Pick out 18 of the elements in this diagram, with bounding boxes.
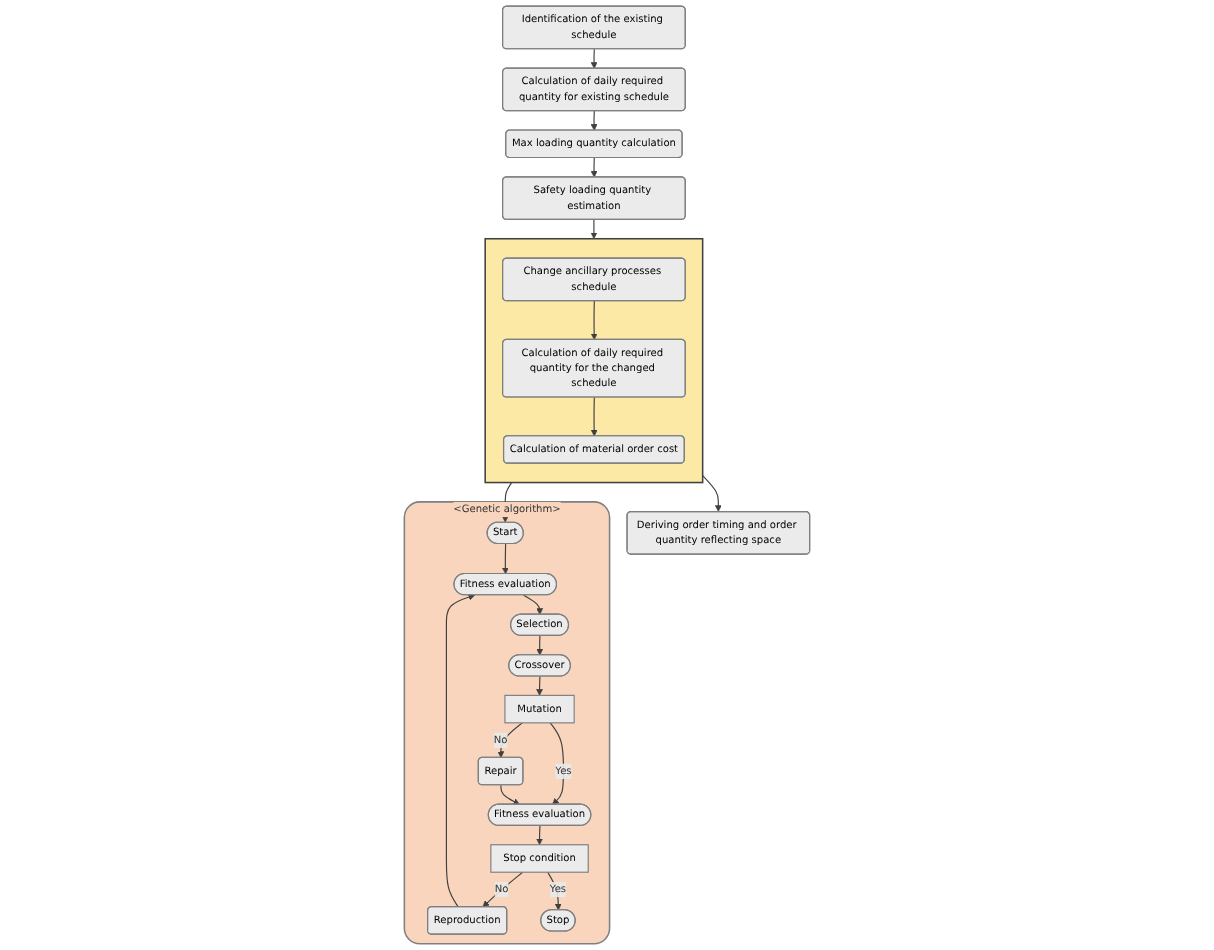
arrow [702, 475, 722, 512]
arrow [445, 593, 476, 908]
arrow [549, 722, 565, 805]
arrow [590, 157, 598, 178]
arrow [590, 110, 598, 131]
arrow [590, 300, 598, 341]
arrow [482, 871, 524, 908]
arrow [590, 218, 598, 240]
arrow [500, 784, 520, 805]
arrow [590, 48, 598, 69]
arrow [536, 675, 543, 696]
arrow [590, 396, 598, 437]
arrow [501, 543, 509, 575]
arrow [523, 594, 544, 615]
arrow [536, 635, 544, 656]
arrow [536, 825, 543, 846]
cluster [484, 238, 704, 484]
arrow [497, 722, 523, 758]
